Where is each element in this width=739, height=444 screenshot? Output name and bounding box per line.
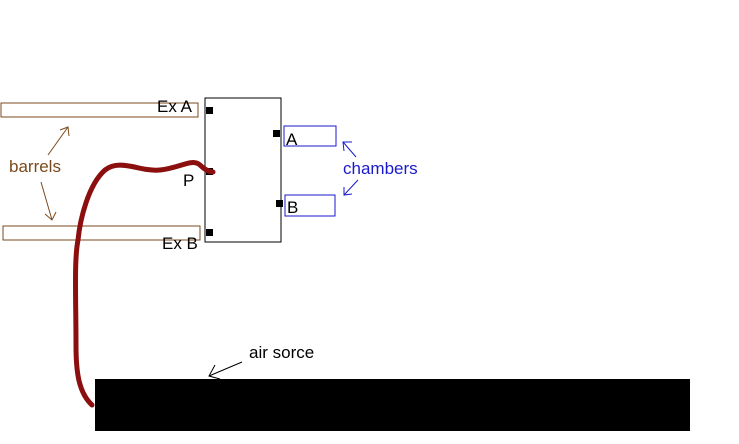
label-port-p: P xyxy=(183,171,194,190)
label-air-source: air sorce xyxy=(249,343,314,362)
air-source-arrow xyxy=(208,361,243,380)
valve-body xyxy=(204,97,282,243)
label-ex-b: Ex B xyxy=(162,234,198,253)
label-chamber-a: A xyxy=(286,130,298,149)
port-ex-a-marker xyxy=(206,107,213,114)
label-ex-a: Ex A xyxy=(157,97,193,116)
label-chambers: chambers xyxy=(343,159,418,178)
air-source-block xyxy=(95,379,690,431)
air-hose xyxy=(73,160,216,408)
port-a-marker xyxy=(273,130,280,137)
chamber-b-box xyxy=(284,194,336,217)
label-chamber-b: B xyxy=(287,198,298,217)
label-barrels: barrels xyxy=(9,157,61,176)
barrel-bottom xyxy=(2,225,201,241)
barrel-top xyxy=(0,102,199,118)
port-ex-b-marker xyxy=(206,229,213,236)
barrels-arrows xyxy=(40,126,70,221)
port-b-marker xyxy=(276,200,283,207)
chamber-a-box xyxy=(283,125,337,147)
chambers-arrows xyxy=(342,141,359,196)
